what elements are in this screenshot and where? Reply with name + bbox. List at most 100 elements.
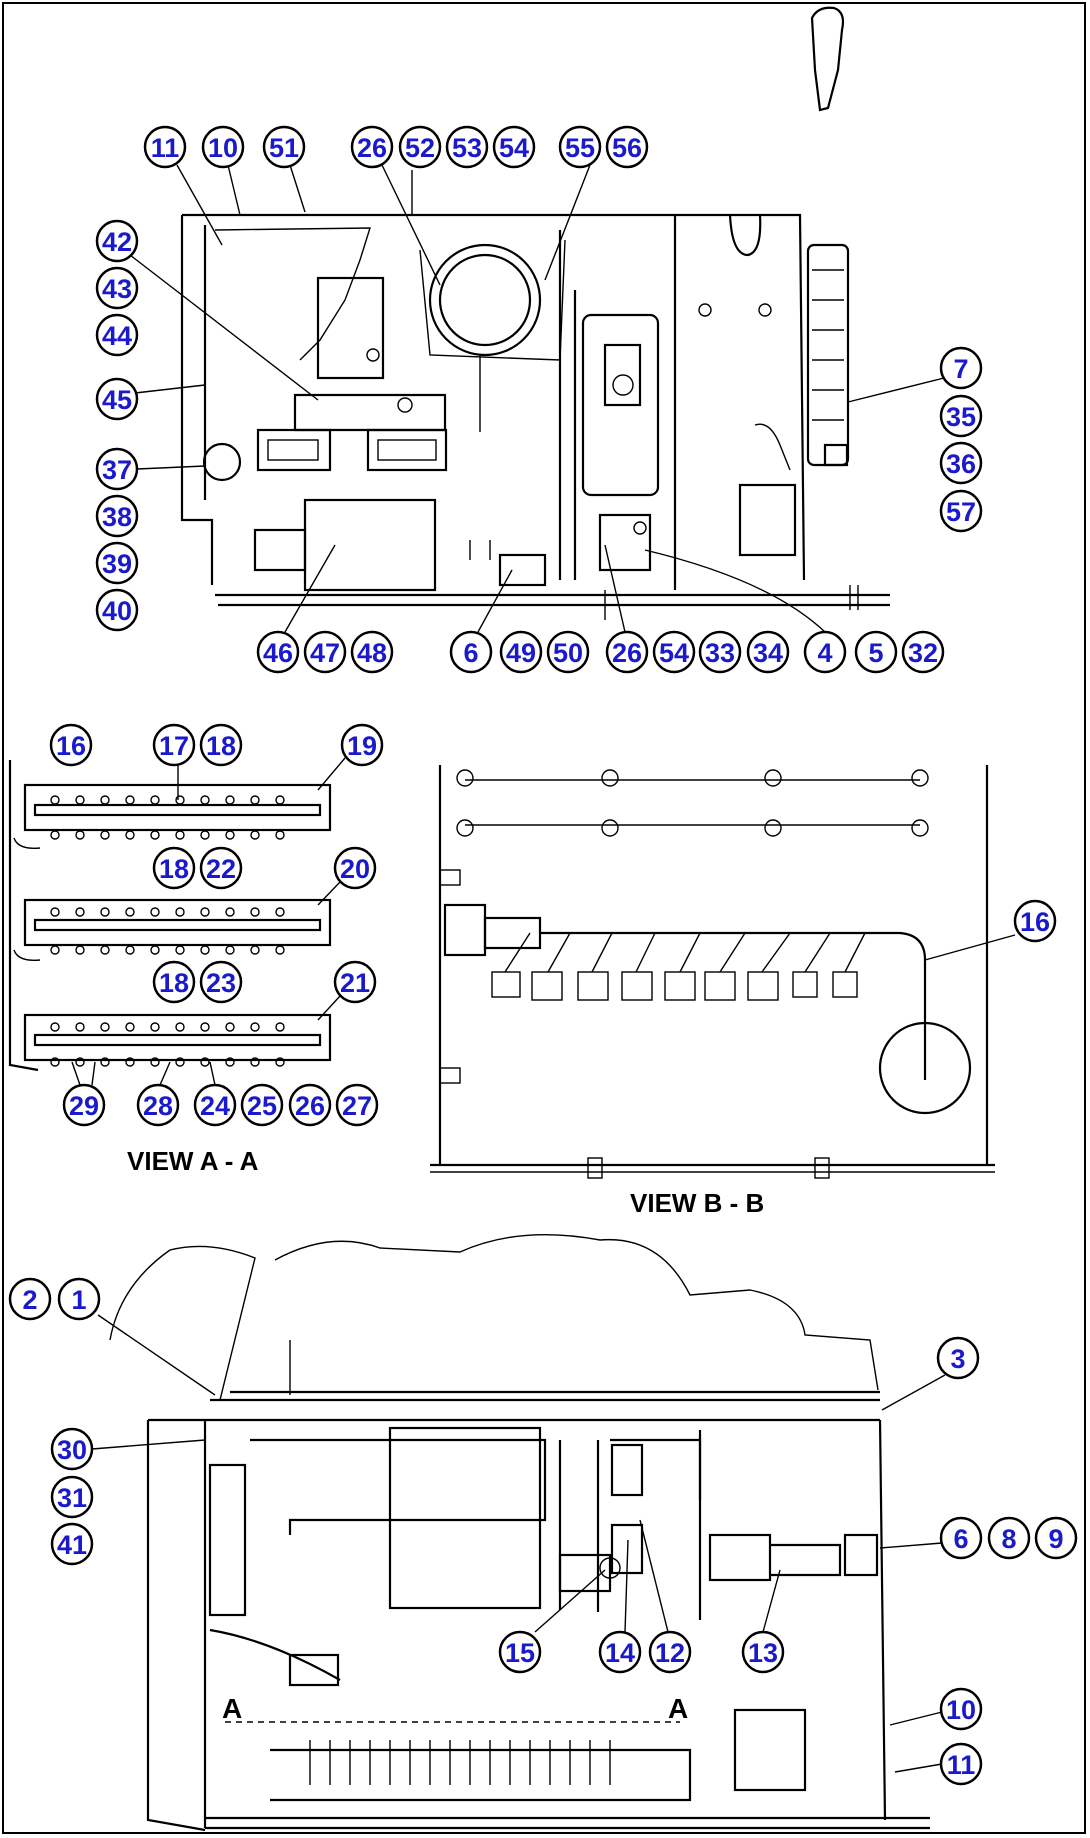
callout-number: 26 xyxy=(612,638,642,668)
callout-c6a: 6 xyxy=(449,630,493,674)
callout-c21: 21 xyxy=(333,960,377,1004)
callout-number: 8 xyxy=(1001,1524,1016,1554)
callout-c37: 37 xyxy=(95,447,139,491)
callout-c49: 49 xyxy=(499,630,543,674)
callout-circle xyxy=(199,846,243,890)
callout-c57: 57 xyxy=(939,489,983,533)
callout-circle xyxy=(605,125,649,169)
callout-number: 2 xyxy=(22,1285,37,1315)
callout-circle xyxy=(95,377,139,421)
callout-c26b: 26 xyxy=(605,630,649,674)
handle-sketch xyxy=(810,6,845,112)
callout-number: 12 xyxy=(655,1638,685,1668)
callout-number: 54 xyxy=(499,133,529,163)
callout-circle xyxy=(95,219,139,263)
callout-circle xyxy=(95,588,139,632)
callout-c26c: 26 xyxy=(288,1083,332,1127)
callout-c36: 36 xyxy=(939,441,983,485)
callout-number: 52 xyxy=(405,133,435,163)
callout-number: 21 xyxy=(340,968,370,998)
callout-circle xyxy=(199,960,243,1004)
callout-number: 1 xyxy=(71,1285,86,1315)
callout-c54a: 54 xyxy=(492,125,536,169)
callout-circle xyxy=(398,125,442,169)
callout-c53: 53 xyxy=(445,125,489,169)
callout-c39: 39 xyxy=(95,541,139,585)
callout-circle xyxy=(939,441,983,485)
callout-c32: 32 xyxy=(901,630,945,674)
callout-circle xyxy=(492,125,536,169)
section-marker-right: A xyxy=(668,1693,688,1724)
callout-number: 51 xyxy=(269,133,299,163)
callout-number: 18 xyxy=(159,968,189,998)
callout-c34: 34 xyxy=(746,630,790,674)
callout-circle xyxy=(95,447,139,491)
callout-circle xyxy=(598,1630,642,1674)
callout-circle xyxy=(939,1742,983,1786)
callout-c22: 22 xyxy=(199,846,243,890)
callout-circle xyxy=(49,723,93,767)
callout-number: 43 xyxy=(102,274,132,304)
callout-number: 24 xyxy=(200,1091,230,1121)
callout-circle xyxy=(939,346,983,390)
callout-c23: 23 xyxy=(199,960,243,1004)
callout-number: 16 xyxy=(1020,907,1050,937)
callout-c40: 40 xyxy=(95,588,139,632)
callout-circle xyxy=(803,630,847,674)
callout-c25: 25 xyxy=(240,1083,284,1127)
callout-circle xyxy=(648,1630,692,1674)
callout-circle xyxy=(199,723,243,767)
callout-c11a: 11 xyxy=(143,125,187,169)
callout-c41: 41 xyxy=(50,1522,94,1566)
callout-circle xyxy=(987,1516,1031,1560)
callout-c38: 38 xyxy=(95,494,139,538)
callout-c5: 5 xyxy=(854,630,898,674)
callout-number: 38 xyxy=(102,502,132,532)
callout-c10a: 10 xyxy=(201,125,245,169)
callout-number: 6 xyxy=(463,638,478,668)
callout-c9: 9 xyxy=(1034,1516,1078,1560)
callout-circle xyxy=(445,125,489,169)
callout-number: 23 xyxy=(206,968,236,998)
callout-circle xyxy=(201,125,245,169)
callout-c54b: 54 xyxy=(652,630,696,674)
callout-number: 32 xyxy=(908,638,938,668)
callout-circle xyxy=(939,394,983,438)
callout-circle xyxy=(558,125,602,169)
callout-circle xyxy=(335,1083,379,1127)
top-assembly xyxy=(129,164,945,633)
callout-number: 19 xyxy=(347,731,377,761)
callout-c55: 55 xyxy=(558,125,602,169)
callout-circle xyxy=(50,1475,94,1519)
callout-number: 47 xyxy=(310,638,340,668)
callout-number: 54 xyxy=(659,638,689,668)
callout-number: 17 xyxy=(159,731,189,761)
callout-c14: 14 xyxy=(598,1630,642,1674)
callout-c12: 12 xyxy=(648,1630,692,1674)
callout-c11b: 11 xyxy=(939,1742,983,1786)
callout-circle xyxy=(340,723,384,767)
callout-number: 56 xyxy=(612,133,642,163)
callout-number: 26 xyxy=(357,133,387,163)
callout-c16b: 16 xyxy=(1013,899,1057,943)
callout-number: 25 xyxy=(247,1091,277,1121)
callout-circle xyxy=(741,1630,785,1674)
callout-circle xyxy=(333,846,377,890)
callout-c19: 19 xyxy=(340,723,384,767)
callout-circle xyxy=(901,630,945,674)
callout-circle xyxy=(698,630,742,674)
callout-circle xyxy=(854,630,898,674)
callout-circle xyxy=(350,630,394,674)
callout-circle xyxy=(152,846,196,890)
callout-c30: 30 xyxy=(50,1427,94,1471)
callout-number: 6 xyxy=(953,1524,968,1554)
callout-circle xyxy=(498,1630,542,1674)
callout-circle xyxy=(1034,1516,1078,1560)
callout-c47: 47 xyxy=(303,630,347,674)
callout-c24: 24 xyxy=(193,1083,237,1127)
callout-number: 9 xyxy=(1048,1524,1063,1554)
callout-circle xyxy=(1013,899,1057,943)
callout-c18a: 18 xyxy=(199,723,243,767)
